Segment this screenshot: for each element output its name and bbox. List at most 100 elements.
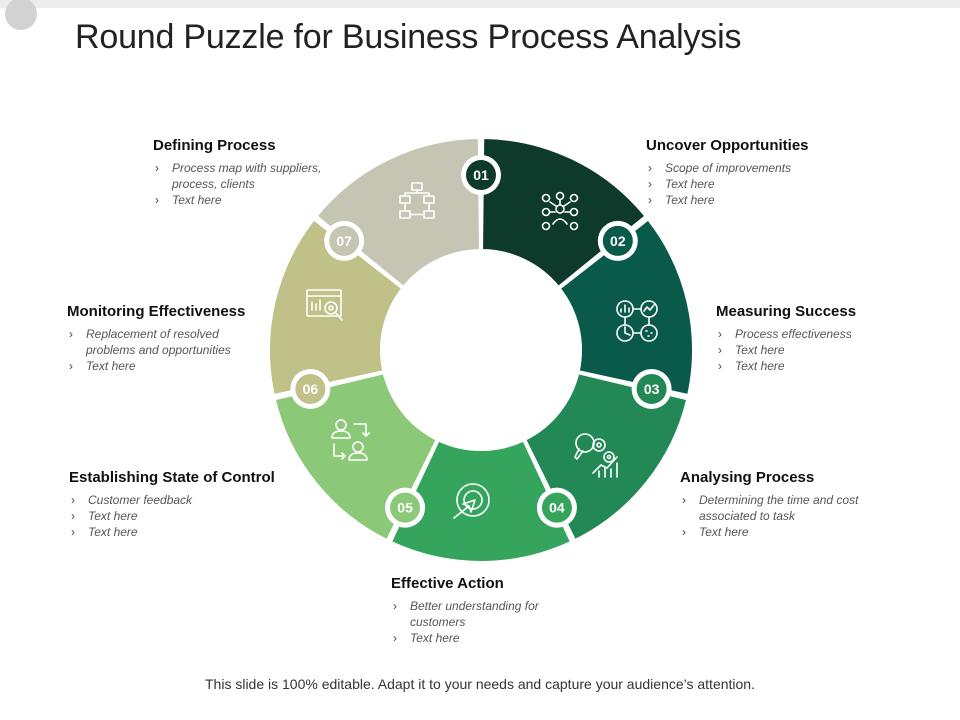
bullet-item: › Text here: [646, 192, 846, 208]
puzzle-segment-06: [268, 218, 404, 397]
bullet-item: › Better understanding for customers: [391, 598, 561, 630]
chevron-right-icon: ›: [718, 327, 722, 341]
bullet-text: Text here: [410, 631, 460, 645]
chevron-right-icon: ›: [682, 493, 686, 507]
step-number-05: 05: [397, 500, 413, 516]
step-number-badge-04: 04: [536, 487, 577, 528]
network-people-icon: [541, 191, 579, 231]
puzzle-segment-02: [558, 218, 694, 397]
bullet-item: › Text here: [716, 358, 916, 374]
bullet-text: Text here: [86, 359, 136, 373]
puzzle-segment-01: [481, 137, 647, 289]
bullet-text: Text here: [735, 359, 785, 373]
bullet-text: Customer feedback: [88, 493, 193, 507]
chevron-right-icon: ›: [71, 525, 75, 539]
page-title: Round Puzzle for Business Process Analys…: [75, 18, 742, 56]
puzzle-segment-07: [315, 137, 481, 289]
step-bullet-list: › Process effectiveness › Text here › Text he…: [716, 326, 916, 374]
chevron-right-icon: ›: [71, 509, 75, 523]
bullet-text: Text here: [665, 177, 715, 191]
chevron-right-icon: ›: [648, 177, 652, 191]
user-exchange-icon: [331, 419, 370, 461]
step-number-07: 07: [336, 233, 352, 249]
bullet-text: Text here: [172, 193, 222, 207]
step-number-04: 04: [549, 500, 565, 516]
bullet-text: Text here: [665, 193, 715, 207]
bullet-text: Text here: [735, 343, 785, 357]
step-text-block-03: Analysing Process › Determining the time a…: [680, 469, 870, 540]
bullet-item: › Determining the time and cost associate…: [680, 492, 870, 524]
bullet-item: › Text here: [716, 342, 916, 358]
gear-magnifier-growth-icon: [574, 433, 618, 478]
step-heading: Uncover Opportunities: [646, 137, 809, 154]
bullet-text: Replacement of resolved problems and opp…: [86, 327, 231, 357]
chevron-right-icon: ›: [718, 359, 722, 373]
chevron-right-icon: ›: [682, 525, 686, 539]
chevron-right-icon: ›: [69, 327, 73, 341]
bullet-item: › Customer feedback: [69, 492, 309, 508]
chevron-right-icon: ›: [648, 193, 652, 207]
step-text-block-01: Uncover Opportunities › Scope of improveme…: [646, 137, 846, 208]
step-text-block-04: Effective Action › Better understanding fo…: [391, 575, 561, 646]
step-heading: Effective Action: [391, 575, 504, 592]
step-number-02: 02: [610, 233, 626, 249]
step-heading: Monitoring Effectiveness: [67, 303, 246, 320]
step-number-badge-03: 03: [631, 368, 672, 409]
step-bullet-list: › Determining the time and cost associate…: [680, 492, 870, 540]
analytics-dashboard-icon: [616, 300, 658, 342]
step-text-block-06: Monitoring Effectiveness › Replacement of …: [67, 303, 267, 374]
chevron-right-icon: ›: [648, 161, 652, 175]
bullet-text: Text here: [699, 525, 749, 539]
chevron-right-icon: ›: [393, 599, 397, 613]
bullet-text: Text here: [88, 509, 138, 523]
flowchart-icon: [399, 182, 435, 219]
step-number-06: 06: [303, 381, 319, 397]
step-number-badge-02: 02: [597, 220, 638, 261]
top-bar: [0, 0, 960, 8]
step-number-badge-01: 01: [461, 155, 501, 195]
chevron-right-icon: ›: [393, 631, 397, 645]
step-bullet-list: › Customer feedback › Text here › Text here: [69, 492, 309, 540]
bullet-item: › Text here: [69, 508, 309, 524]
step-text-block-07: Defining Process › Process map with suppli…: [153, 137, 343, 208]
bullet-item: › Text here: [69, 524, 309, 540]
step-heading: Defining Process: [153, 137, 276, 154]
bullet-text: Scope of improvements: [665, 161, 792, 175]
chevron-right-icon: ›: [718, 343, 722, 357]
bullet-text: Determining the time and cost associated…: [699, 493, 859, 523]
chevron-right-icon: ›: [155, 161, 159, 175]
step-number-01: 01: [473, 167, 489, 183]
step-number-badge-06: 06: [290, 368, 331, 409]
monitor-inspection-icon: [306, 289, 343, 321]
step-number-03: 03: [644, 381, 660, 397]
bullet-item: › Process map with suppliers, process, cl…: [153, 160, 343, 192]
step-bullet-list: › Better understanding for customers › Text…: [391, 598, 561, 646]
step-text-block-02: Measuring Success›Process effectiveness›…: [716, 303, 916, 374]
chevron-right-icon: ›: [71, 493, 75, 507]
bullet-item: › Text here: [680, 524, 870, 540]
bullet-item: › Replacement of resolved problems and op…: [67, 326, 267, 358]
step-bullet-list: › Scope of improvements › Text here › Text he…: [646, 160, 846, 208]
step-bullet-list: › Replacement of resolved problems and op…: [67, 326, 267, 374]
puzzle-segment-04: [389, 439, 573, 563]
corner-circle-decoration: [5, 0, 37, 30]
bullet-text: Process map with suppliers, process, cli…: [172, 161, 322, 191]
chevron-right-icon: ›: [155, 193, 159, 207]
bullet-text: Better understanding for customers: [410, 599, 539, 629]
chevron-right-icon: ›: [69, 359, 73, 373]
step-heading: Measuring Success: [716, 303, 857, 320]
bullet-text: Text here: [88, 525, 138, 539]
target-cursor-icon: [453, 483, 490, 519]
bullet-text: Process effectiveness: [735, 327, 852, 341]
bullet-item: › Text here: [391, 630, 561, 646]
bullet-item: › Text here: [153, 192, 343, 208]
bullet-item: › Process effectiveness: [716, 326, 916, 342]
step-heading: Analysing Process: [680, 469, 815, 486]
step-number-badge-05: 05: [385, 487, 426, 528]
step-text-block-05: Establishing State of Control›Customer f…: [69, 469, 309, 540]
bullet-item: › Text here: [646, 176, 846, 192]
step-bullet-list: › Process map with suppliers, process, cl…: [153, 160, 343, 208]
footer-note: This slide is 100% editable. Adapt it to…: [205, 676, 755, 692]
bullet-item: › Text here: [67, 358, 267, 374]
